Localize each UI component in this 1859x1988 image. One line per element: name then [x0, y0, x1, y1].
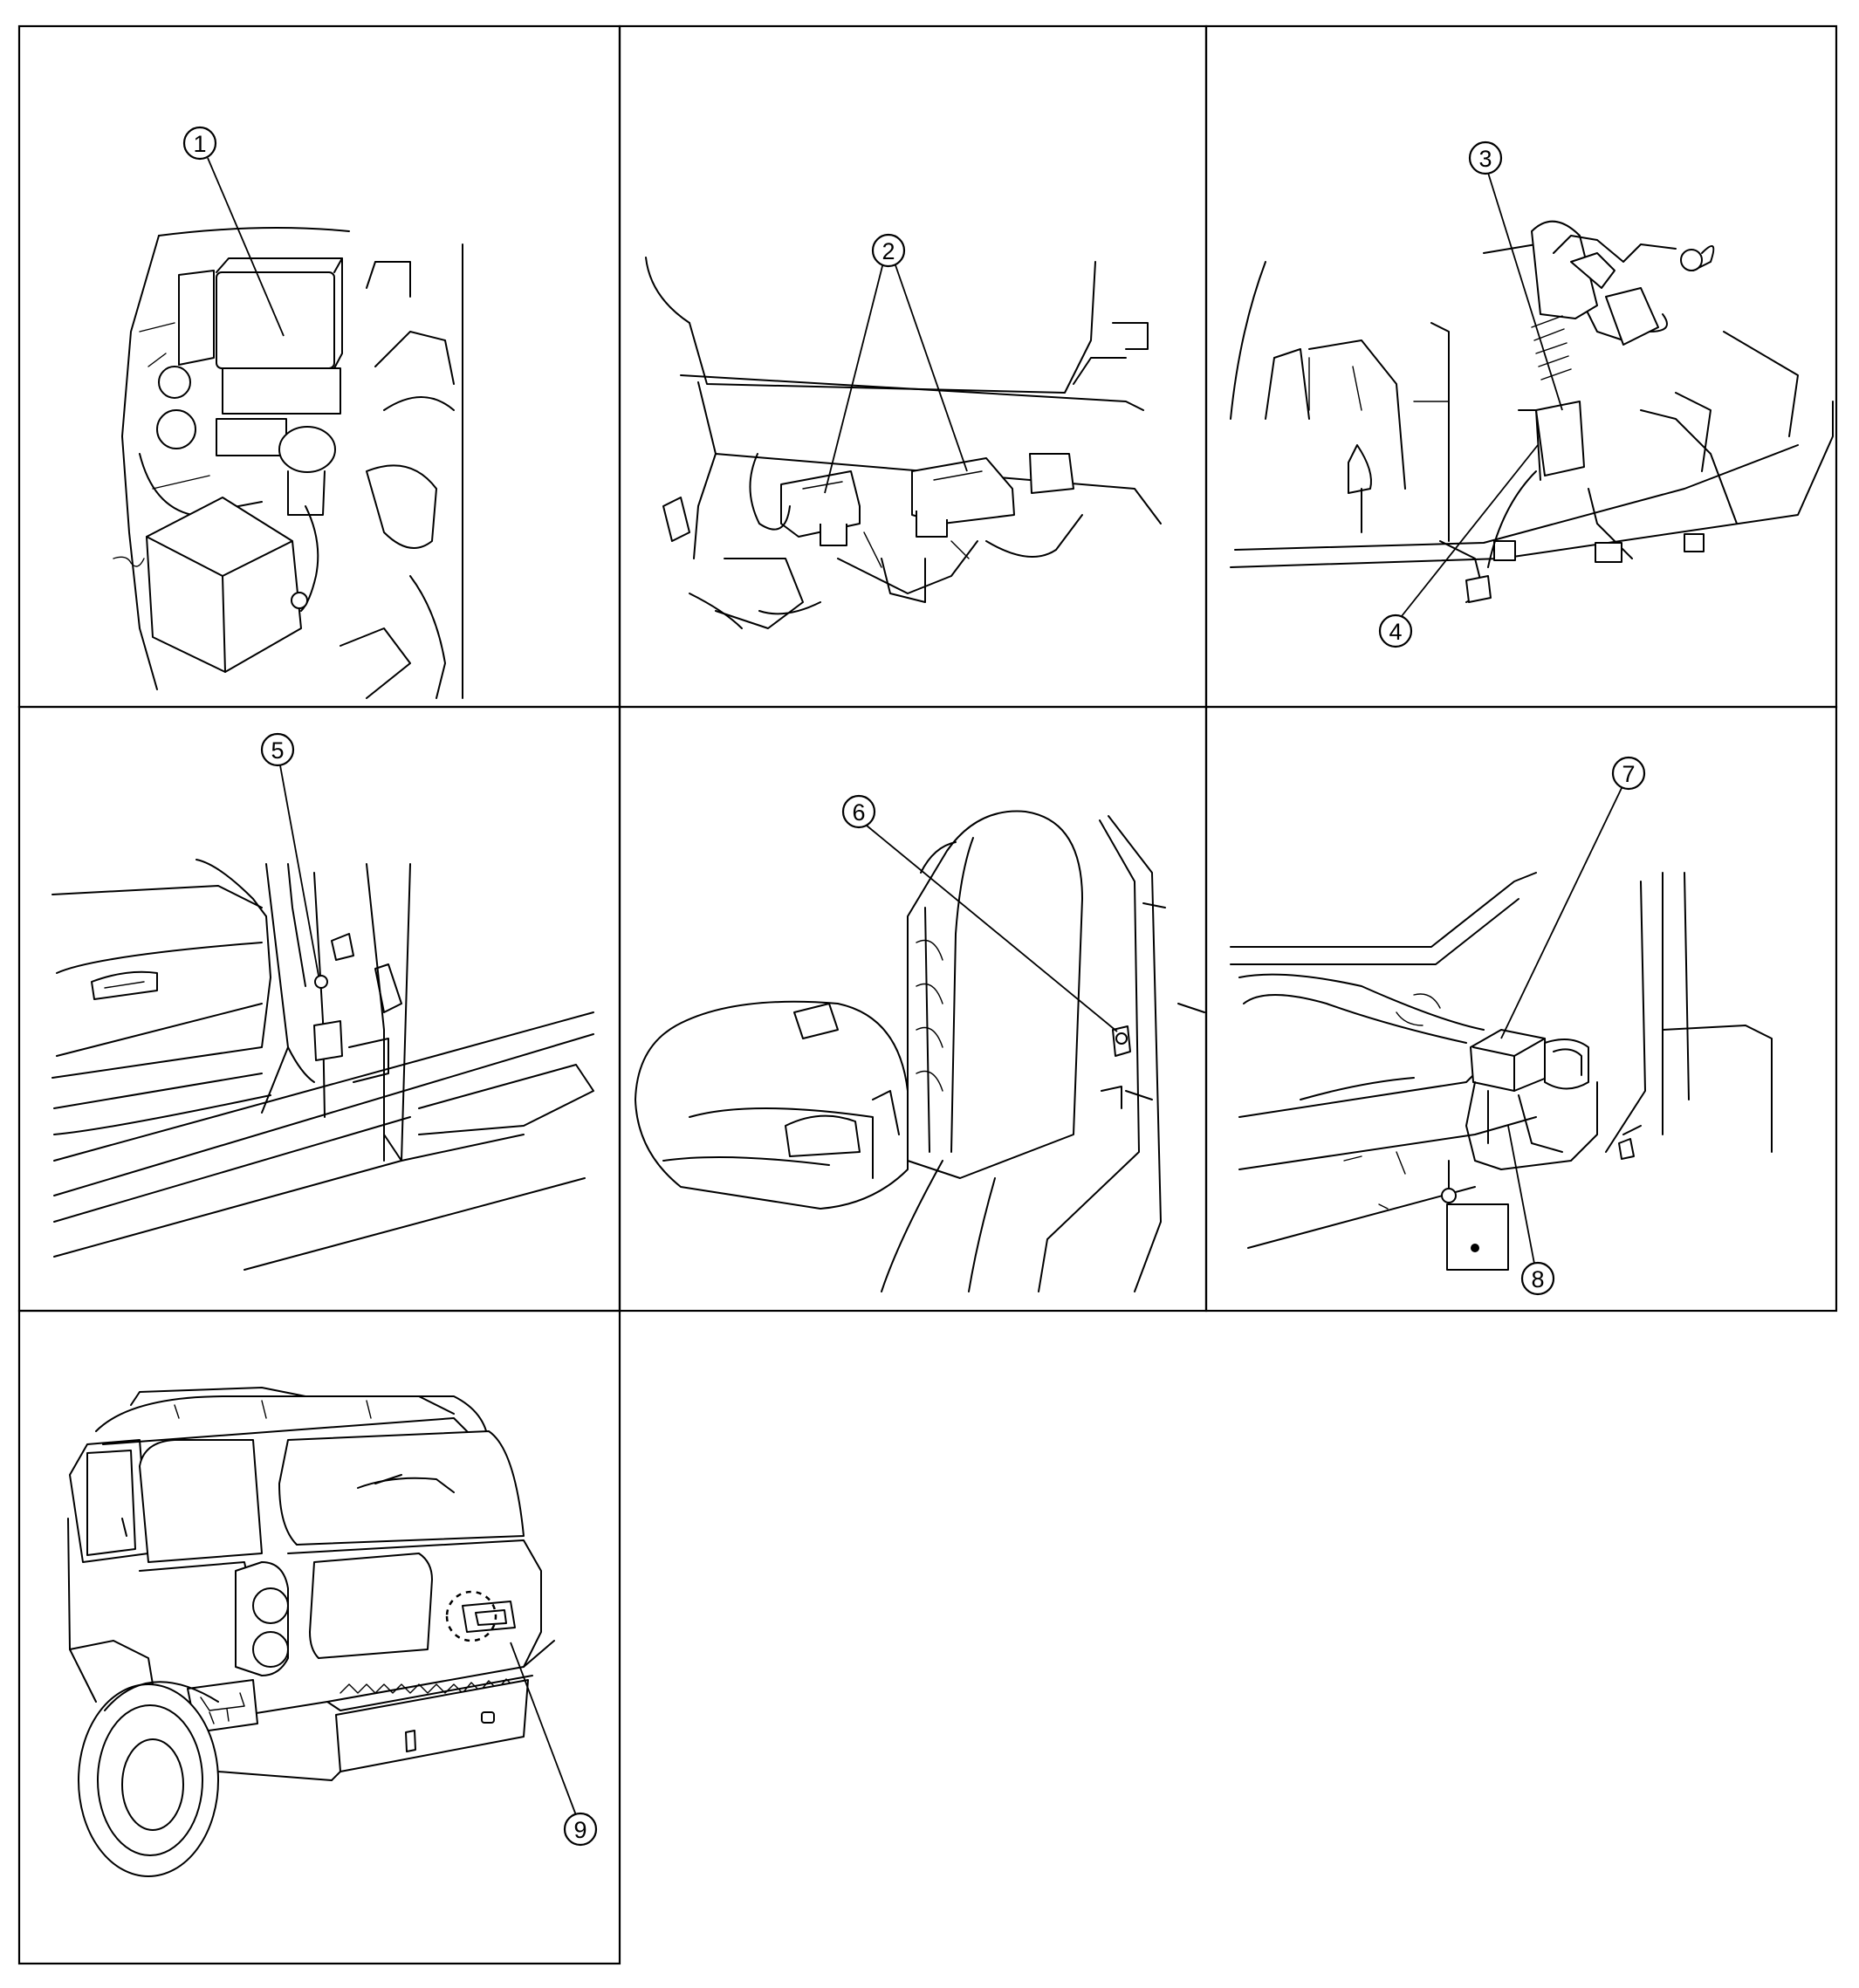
leader-line-8	[1507, 1125, 1535, 1265]
leader-line-1	[207, 157, 285, 337]
leader-line-9	[510, 1642, 577, 1816]
leader-line-2b	[894, 262, 968, 472]
callout-2: 2	[871, 233, 906, 268]
callout-1: 1	[182, 126, 217, 161]
callout-2-label: 2	[881, 238, 895, 264]
front-horns-illustration	[645, 257, 1162, 629]
rear-cargo-illustration	[1230, 872, 1773, 1271]
callout-9: 9	[563, 1812, 598, 1847]
callout-3: 3	[1468, 141, 1503, 175]
callout-4-label: 4	[1389, 619, 1402, 645]
under-dash-illustration	[1230, 220, 1834, 603]
callout-6: 6	[841, 794, 876, 829]
callout-4: 4	[1378, 614, 1413, 648]
leader-line-4	[1401, 444, 1539, 617]
rear-seat-illustration	[635, 810, 1205, 1292]
callout-1-label: 1	[193, 131, 206, 157]
callout-8-label: 8	[1531, 1266, 1544, 1292]
leader-line-2a	[824, 262, 884, 494]
panel-engine-compartment: 1	[17, 24, 621, 709]
panel-rear-cargo: 7 8	[1204, 705, 1838, 1313]
leader-line-5	[279, 764, 319, 977]
panel-front-horns: 2	[618, 24, 1208, 709]
callout-7-label: 7	[1622, 761, 1635, 787]
callout-6-label: 6	[852, 799, 865, 826]
panel-door-pillar: 5	[17, 705, 621, 1313]
leader-line-7	[1500, 787, 1622, 1039]
panel-under-dash: 3 4	[1204, 24, 1838, 709]
door-pillar-illustration	[51, 859, 594, 1271]
engine-compartment-illustration	[113, 227, 463, 699]
panel-vehicle-rear: 9	[17, 1309, 621, 1965]
callout-9-label: 9	[573, 1817, 587, 1843]
panel-rear-seat: 6	[618, 705, 1208, 1313]
vehicle-rear-illustration	[67, 1387, 555, 1877]
callout-3-label: 3	[1478, 146, 1492, 172]
callout-7: 7	[1611, 756, 1646, 791]
callout-5-label: 5	[271, 737, 284, 764]
leader-line-6	[866, 825, 1118, 1032]
callout-5: 5	[260, 732, 295, 767]
leader-line-3	[1487, 172, 1563, 411]
callout-8: 8	[1520, 1261, 1555, 1296]
